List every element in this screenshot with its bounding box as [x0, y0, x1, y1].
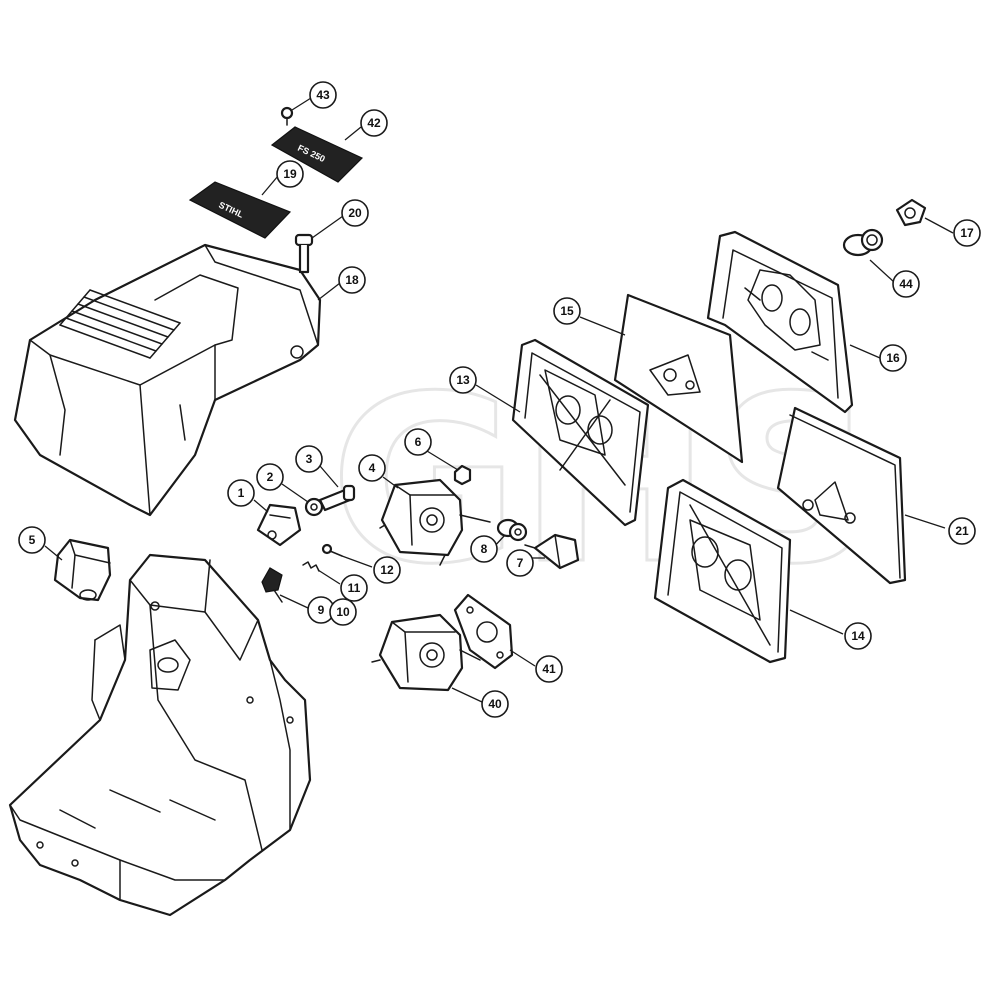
callout-1: 1	[227, 479, 255, 507]
callout-16: 16	[879, 344, 907, 372]
callout-43-label: 43	[316, 88, 330, 102]
callout-1-label: 1	[238, 486, 245, 500]
callout-9: 9	[307, 596, 335, 624]
callout-19-label: 19	[283, 167, 297, 181]
callout-44-label: 44	[899, 277, 913, 291]
part-screw-20	[294, 233, 314, 274]
part-gasket-15	[613, 293, 744, 464]
callout-13: 13	[449, 366, 477, 394]
callout-20-label: 20	[348, 206, 362, 220]
part-filter-frame-13	[511, 338, 650, 527]
callout-8-label: 8	[481, 542, 488, 556]
part-carburetor-4	[379, 478, 491, 566]
part-nut-6	[453, 464, 472, 486]
callout-6: 6	[404, 428, 432, 456]
part-knob-7	[524, 533, 580, 570]
callout-10: 10	[329, 598, 357, 626]
callout-8: 8	[470, 535, 498, 563]
callout-42: 42	[360, 109, 388, 137]
callout-12-label: 12	[380, 563, 394, 577]
callout-16-label: 16	[886, 351, 900, 365]
part-filter-base-14	[653, 478, 792, 664]
part-screw-12	[321, 543, 343, 557]
callout-2: 2	[256, 463, 284, 491]
callout-10-label: 10	[336, 605, 350, 619]
grill-slots	[59, 289, 181, 359]
callout-9-label: 9	[318, 603, 325, 617]
callout-18: 18	[338, 266, 366, 294]
part-washer-2	[304, 497, 324, 517]
part-screw-43	[280, 106, 294, 126]
callout-42-label: 42	[367, 116, 381, 130]
callout-21-label: 21	[955, 524, 969, 538]
part-plate-19: STIHL	[188, 181, 292, 239]
part-sleeve-8	[496, 518, 528, 542]
callout-4: 4	[358, 454, 386, 482]
callout-5-label: 5	[29, 533, 36, 547]
callout-15: 15	[553, 297, 581, 325]
part-plate-1	[256, 503, 302, 547]
callout-14: 14	[844, 622, 872, 650]
part-spring-11	[302, 561, 320, 572]
callout-21: 21	[948, 517, 976, 545]
callout-19: 19	[276, 160, 304, 188]
part-shroud-cover	[13, 243, 322, 517]
callout-43: 43	[309, 81, 337, 109]
callout-18-label: 18	[345, 273, 359, 287]
callout-20: 20	[341, 199, 369, 227]
part-manifold-5	[53, 538, 112, 602]
part-lower-housing	[8, 553, 312, 917]
callout-11-label: 11	[348, 581, 361, 595]
part-screw-3	[318, 484, 356, 512]
callout-41: 41	[535, 655, 563, 683]
callout-2-label: 2	[267, 470, 274, 484]
callout-17: 17	[953, 219, 981, 247]
callout-11: 11	[340, 574, 368, 602]
callout-17-label: 17	[960, 226, 974, 240]
part-filter-cover-16	[706, 230, 854, 414]
callout-3: 3	[295, 445, 323, 473]
callout-15-label: 15	[560, 304, 574, 318]
callout-40-label: 40	[488, 697, 502, 711]
callout-41-label: 41	[542, 662, 556, 676]
callout-12: 12	[373, 556, 401, 584]
callout-40: 40	[481, 690, 509, 718]
part-carburetor-40	[371, 613, 481, 692]
callout-6-label: 6	[415, 435, 422, 449]
part-nut-17	[895, 198, 927, 227]
part-lever-9	[261, 567, 283, 603]
callout-44: 44	[892, 270, 920, 298]
callout-7: 7	[506, 549, 534, 577]
part-washer-44	[842, 228, 884, 257]
callout-14-label: 14	[851, 629, 865, 643]
callout-7-label: 7	[517, 556, 524, 570]
part-gasket-41	[453, 593, 514, 670]
callout-4-label: 4	[369, 461, 376, 475]
part-plate-42: FS 250	[270, 126, 364, 183]
callout-5: 5	[18, 526, 46, 554]
part-filter-element-21	[776, 406, 907, 585]
callout-13-label: 13	[456, 373, 470, 387]
callout-3-label: 3	[306, 452, 313, 466]
